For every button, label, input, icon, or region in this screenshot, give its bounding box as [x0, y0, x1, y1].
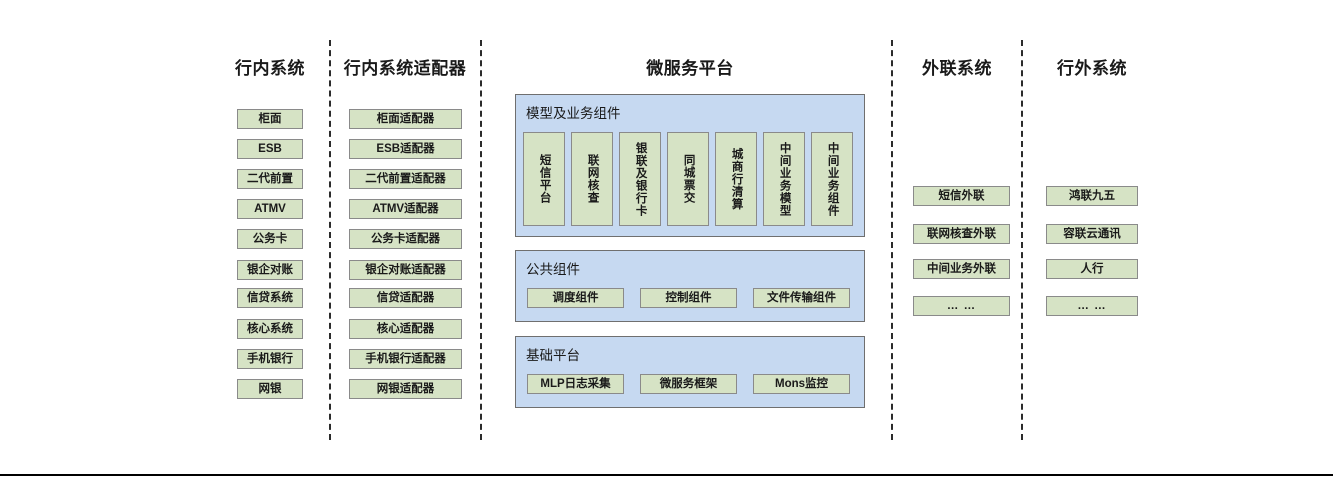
panel-public-components: 公共组件 [515, 250, 865, 322]
node-base-platform-3[interactable]: Mons监控 [753, 374, 850, 394]
column-divider-3 [891, 40, 893, 440]
column-title-off-bank-systems: 行外系统 [1057, 59, 1127, 78]
node-in-bank-systems-5[interactable]: 公务卡 [237, 229, 303, 249]
column-divider-4 [1021, 40, 1023, 440]
node-in-bank-systems-7[interactable]: 信贷系统 [237, 288, 303, 308]
vnode-model-4[interactable]: 同城票交 [667, 132, 709, 226]
node-in-bank-adapters-2[interactable]: ESB适配器 [349, 139, 462, 159]
node-in-bank-systems-10[interactable]: 网银 [237, 379, 303, 399]
panel-base-platform: 基础平台 [515, 336, 865, 408]
vnode-model-6[interactable]: 中间业务模型 [763, 132, 805, 226]
node-in-bank-systems-1[interactable]: 柜面 [237, 109, 303, 129]
node-in-bank-systems-4[interactable]: ATMV [237, 199, 303, 219]
node-off-bank-systems-4[interactable]: … … [1046, 296, 1138, 316]
node-in-bank-adapters-8[interactable]: 核心适配器 [349, 319, 462, 339]
vnode-model-7-label: 中间业务组件 [826, 141, 839, 217]
node-public-components-1[interactable]: 调度组件 [527, 288, 624, 308]
node-in-bank-adapters-5[interactable]: 公务卡适配器 [349, 229, 462, 249]
node-off-bank-systems-1[interactable]: 鸿联九五 [1046, 186, 1138, 206]
node-base-platform-2[interactable]: 微服务框架 [640, 374, 737, 394]
column-title-in-bank-systems: 行内系统 [235, 59, 305, 78]
column-title-in-bank-adapters: 行内系统适配器 [343, 59, 467, 78]
node-in-bank-adapters-1[interactable]: 柜面适配器 [349, 109, 462, 129]
column-divider-1 [329, 40, 331, 440]
vnode-model-7[interactable]: 中间业务组件 [811, 132, 853, 226]
panel-title-public-components: 公共组件 [526, 262, 580, 277]
node-off-bank-systems-2[interactable]: 容联云通讯 [1046, 224, 1138, 244]
column-title-microservice-platform: 微服务平台 [646, 59, 734, 78]
vnode-model-1-label: 短信平台 [538, 154, 551, 204]
panel-title-base-platform: 基础平台 [526, 348, 580, 363]
panel-title-model-business-components: 模型及业务组件 [526, 106, 621, 121]
node-in-bank-systems-8[interactable]: 核心系统 [237, 319, 303, 339]
column-title-external-link-systems: 外联系统 [922, 59, 992, 78]
vnode-model-4-label: 同城票交 [682, 154, 695, 204]
vnode-model-3[interactable]: 银联及银行卡 [619, 132, 661, 226]
vnode-model-2-label: 联网核查 [586, 154, 599, 204]
node-external-link-systems-4[interactable]: … … [913, 296, 1010, 316]
node-public-components-2[interactable]: 控制组件 [640, 288, 737, 308]
vnode-model-3-label: 银联及银行卡 [634, 141, 647, 217]
node-in-bank-systems-2[interactable]: ESB [237, 139, 303, 159]
node-in-bank-adapters-6[interactable]: 银企对账适配器 [349, 260, 462, 280]
node-in-bank-adapters-9[interactable]: 手机银行适配器 [349, 349, 462, 369]
vnode-model-6-label: 中间业务模型 [778, 141, 791, 217]
node-in-bank-systems-6[interactable]: 银企对账 [237, 260, 303, 280]
node-in-bank-systems-3[interactable]: 二代前置 [237, 169, 303, 189]
node-external-link-systems-1[interactable]: 短信外联 [913, 186, 1010, 206]
node-in-bank-adapters-3[interactable]: 二代前置适配器 [349, 169, 462, 189]
node-in-bank-adapters-4[interactable]: ATMV适配器 [349, 199, 462, 219]
vnode-model-1[interactable]: 短信平台 [523, 132, 565, 226]
column-divider-2 [480, 40, 482, 440]
node-public-components-3[interactable]: 文件传输组件 [753, 288, 850, 308]
node-in-bank-adapters-10[interactable]: 网银适配器 [349, 379, 462, 399]
node-external-link-systems-3[interactable]: 中间业务外联 [913, 259, 1010, 279]
node-external-link-systems-2[interactable]: 联网核查外联 [913, 224, 1010, 244]
vnode-model-5-label: 城商行清算 [730, 147, 743, 211]
node-off-bank-systems-3[interactable]: 人行 [1046, 259, 1138, 279]
node-base-platform-1[interactable]: MLP日志采集 [527, 374, 624, 394]
vnode-model-5[interactable]: 城商行清算 [715, 132, 757, 226]
bottom-divider-rule [0, 474, 1333, 476]
vnode-model-2[interactable]: 联网核查 [571, 132, 613, 226]
node-in-bank-adapters-7[interactable]: 信贷适配器 [349, 288, 462, 308]
node-in-bank-systems-9[interactable]: 手机银行 [237, 349, 303, 369]
